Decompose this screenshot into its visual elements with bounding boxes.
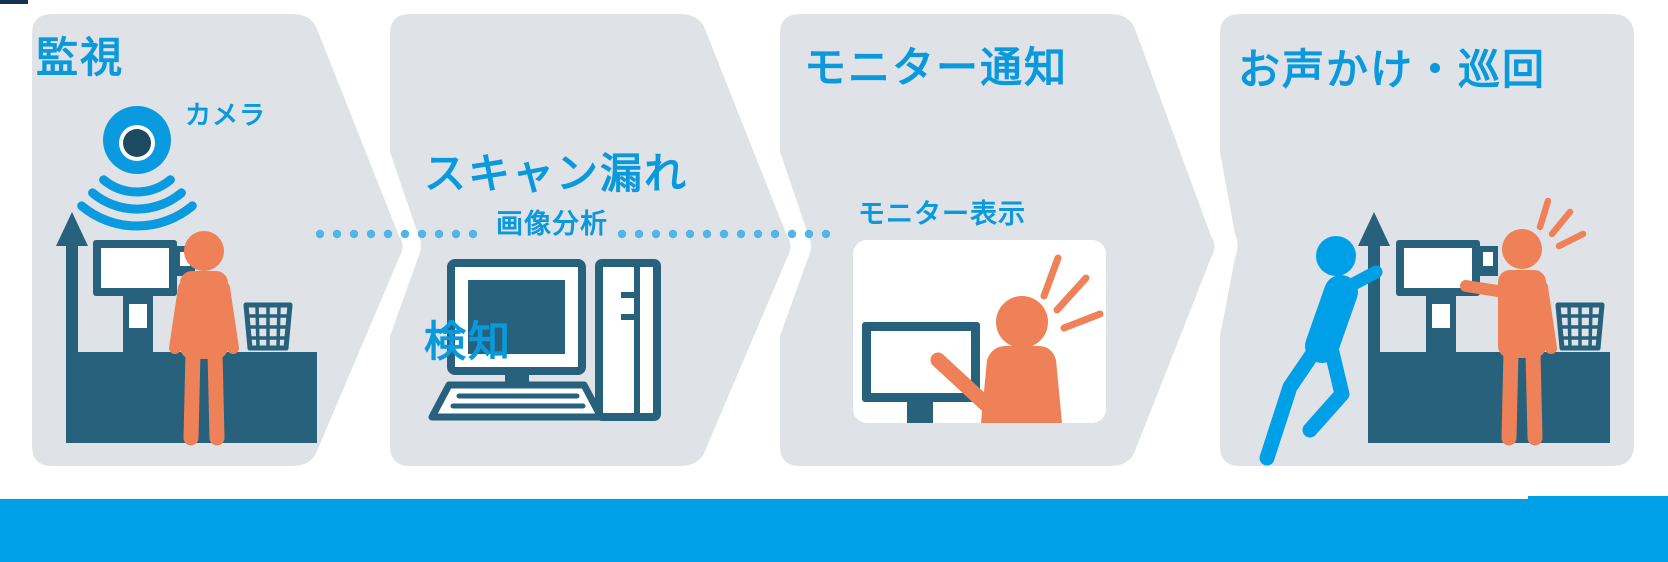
staff-running-icon [1259, 236, 1383, 466]
step-1-annotation: カメラ [185, 101, 267, 131]
callout-scene [1259, 197, 1610, 466]
step-2-annotation: 画像分析 [496, 209, 608, 240]
monitoring-scene [56, 106, 317, 446]
step-2-title-line-1: スキャン漏れ [424, 149, 689, 198]
step-3-title: モニター通知 [804, 43, 1069, 92]
step-3-annotation: モニター表示 [858, 199, 1026, 230]
footer-bar [0, 496, 1668, 562]
operator-icon [930, 296, 1062, 423]
step-1-title: 監視 [36, 33, 125, 82]
signal-waves-icon [77, 175, 197, 231]
top-left-tick [0, 0, 28, 4]
dotted-connector [315, 229, 831, 239]
monitor-preview-box [853, 240, 1106, 423]
step-2-title-line-2: 検知 [424, 317, 513, 366]
step-2-title: スキャン漏れ 検知 [424, 34, 688, 482]
alert-marks-icon [1536, 197, 1587, 250]
analysis-computer-icon [428, 259, 661, 421]
counter-icon [1372, 352, 1610, 443]
camera-icon [103, 106, 171, 174]
shopper-icon [169, 231, 239, 446]
alert-marks-icon [1040, 254, 1104, 332]
dotted-connector-left [315, 229, 478, 239]
dotted-connector-right [617, 229, 831, 239]
step-4-title: お声かけ・巡回 [1238, 45, 1547, 94]
shopper-icon [1460, 229, 1557, 446]
